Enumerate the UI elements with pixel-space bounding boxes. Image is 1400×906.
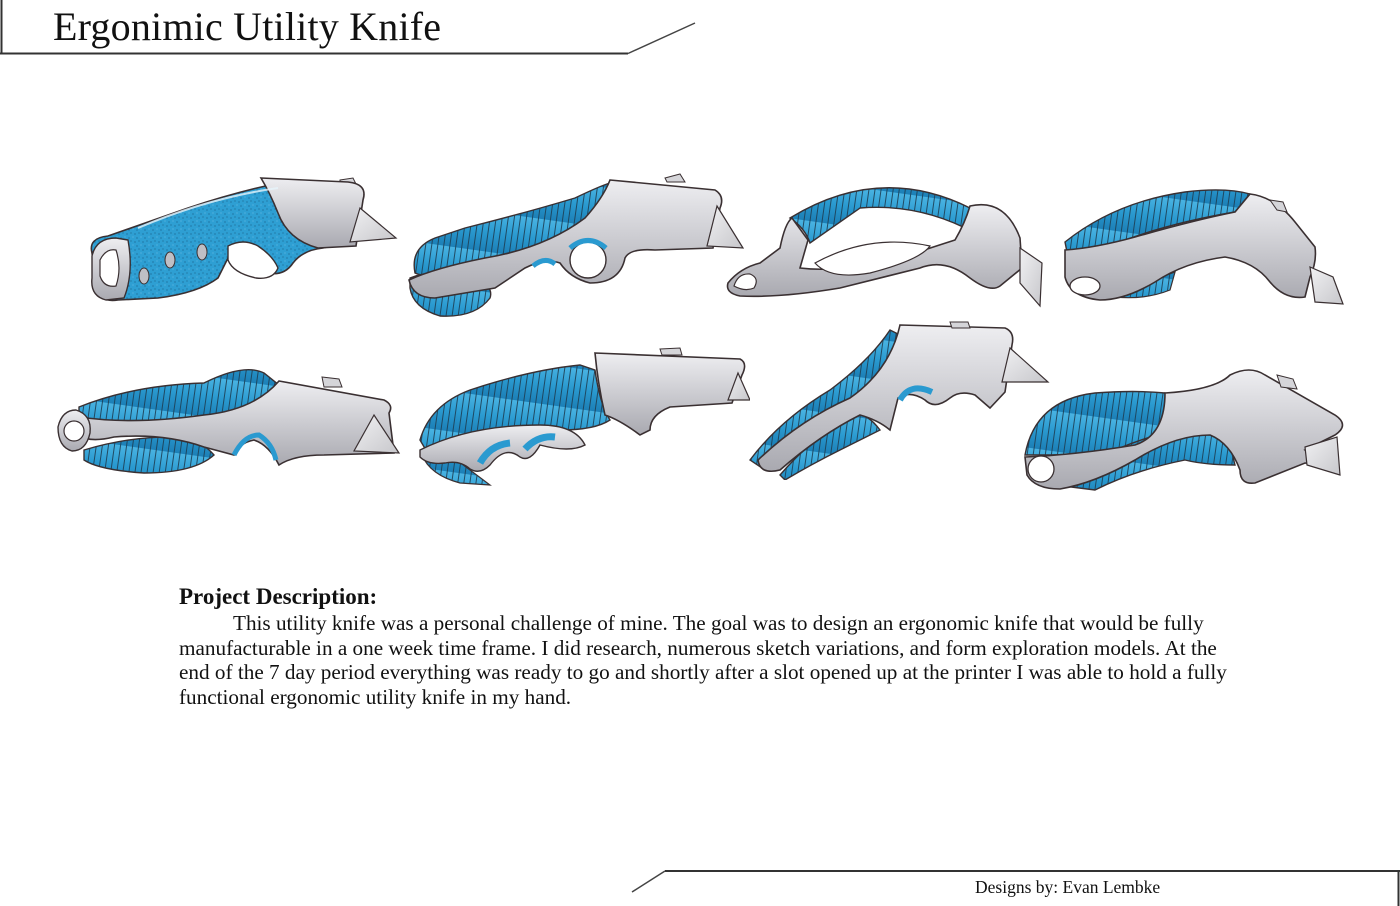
knife-sketch-8 [1024, 369, 1344, 491]
description-heading: Project Description: [179, 584, 378, 609]
designer-credit: Designs by: Evan Lembke [975, 877, 1161, 897]
project-description: Project Description: This utility knife … [179, 583, 1239, 709]
knife-sketch-1 [90, 177, 398, 302]
page-title: Ergonimic Utility Knife [53, 4, 442, 49]
description-body: This utility knife was a personal challe… [179, 611, 1227, 709]
knife-sketch-5 [57, 368, 401, 474]
knife-sketch-7 [748, 321, 1050, 480]
footer-frame [520, 870, 1400, 906]
knife-sketch-4 [1064, 189, 1344, 305]
knife-sketch-3 [726, 187, 1043, 308]
knife-sketch-2 [408, 173, 745, 317]
knife-sketch-6 [419, 347, 750, 486]
